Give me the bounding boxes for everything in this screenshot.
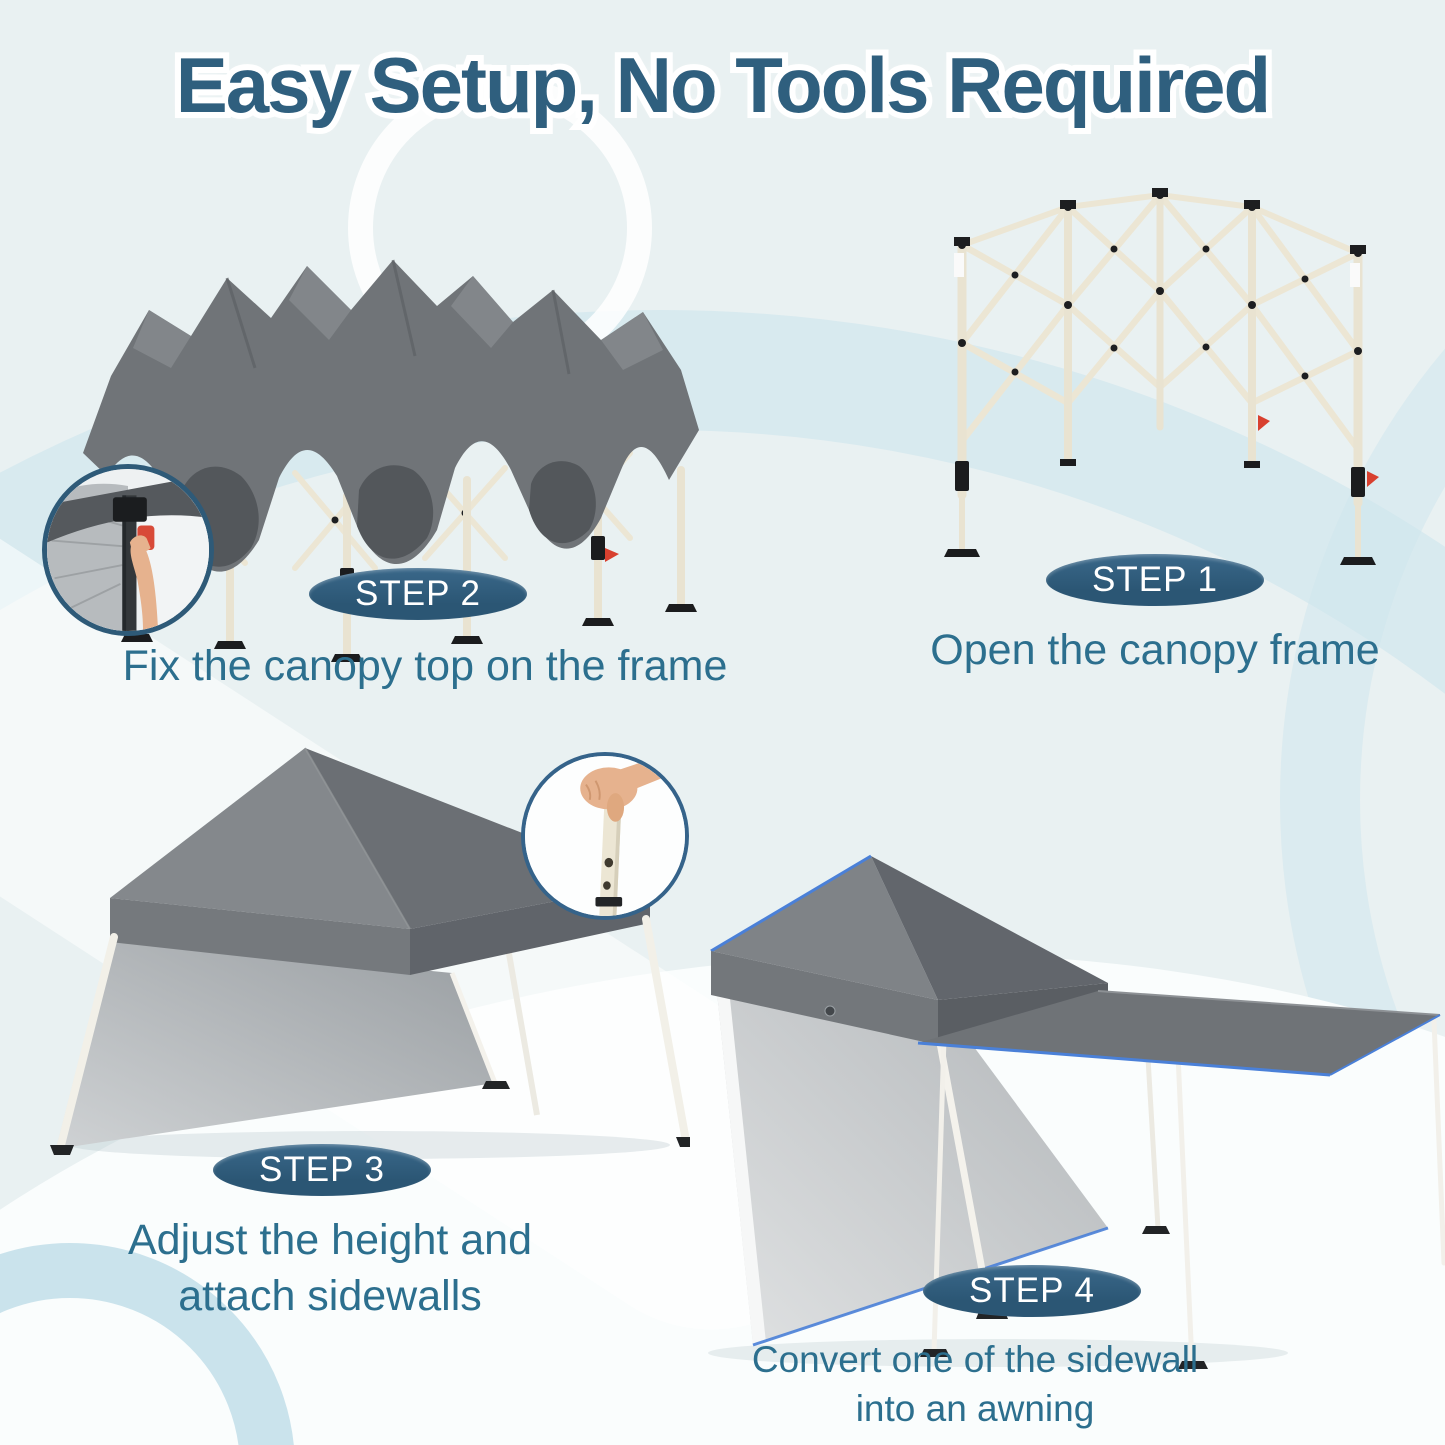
- red-lock-lever-2: [1258, 415, 1270, 431]
- ground-shadow: [70, 1131, 670, 1159]
- ground-shadow: [708, 1339, 1288, 1367]
- back-leg: [1145, 1057, 1161, 1229]
- awning-blue-trim-front: [917, 1041, 1331, 1077]
- step3-badge: STEP 3: [213, 1144, 431, 1196]
- front-legs: [56, 915, 690, 1153]
- step1-caption-line1: Open the canopy frame: [930, 626, 1380, 674]
- step3-detail-inset: [521, 752, 689, 920]
- fabric-creases: [225, 259, 571, 375]
- hand-fingers: [129, 535, 151, 553]
- red-lock-lever-2: [605, 548, 619, 562]
- step1-badge-label: STEP 1: [1092, 560, 1218, 599]
- leg-sleeve-2: [1350, 263, 1360, 287]
- sidewall: [56, 939, 495, 1149]
- leg-sleeve: [954, 253, 964, 277]
- awning: [918, 991, 1440, 1075]
- step3-badge-label: STEP 3: [259, 1150, 385, 1189]
- page-title: Easy Setup, No Tools Required Easy Setup…: [0, 35, 1445, 160]
- step3-caption-line1: Adjust the height and: [127, 1216, 533, 1264]
- roof-left-face: [711, 856, 938, 1000]
- step2-caption: Fix the canopy top on the frame: [75, 638, 775, 694]
- step4-caption: Convert one of the sidewall into an awni…: [735, 1335, 1215, 1433]
- thumb: [606, 793, 625, 822]
- awning-sheen: [1097, 990, 1441, 1016]
- hand-arm: [130, 541, 159, 631]
- valance-front: [110, 898, 410, 975]
- frame-legs: [957, 191, 1363, 562]
- height-hole-2: [603, 881, 611, 890]
- leg-adjusters-feet: [944, 459, 1376, 565]
- leg-clip: [595, 896, 623, 907]
- roof-blue-trim: [710, 854, 872, 953]
- sidewall: [713, 953, 1108, 1345]
- step1-image-open-frame: [920, 165, 1400, 585]
- step2-badge-label: STEP 2: [355, 574, 481, 613]
- step2-image-draped-canopy: [45, 218, 705, 663]
- fabric-highlights: [133, 266, 663, 370]
- corner-bracket: [112, 497, 147, 522]
- red-lock-lever: [1367, 471, 1379, 487]
- page-title-text: Easy Setup, No Tools Required: [175, 41, 1271, 129]
- awning-blue-trim-side: [1329, 1014, 1441, 1076]
- step3-caption-line2: attach sidewalls: [178, 1272, 482, 1320]
- step3-caption: Adjust the height and attach sidewalls: [70, 1212, 590, 1324]
- step4-badge-label: STEP 4: [969, 1271, 1095, 1310]
- step4-image-canopy-with-awning: [678, 843, 1445, 1403]
- step4-caption-line1: Convert one of the sidewall: [751, 1339, 1199, 1380]
- step1-caption: Open the canopy frame: [905, 622, 1405, 678]
- step4-badge: STEP 4: [923, 1265, 1141, 1317]
- page-title-outline: Easy Setup, No Tools Required: [170, 35, 1277, 135]
- valance-eyelet: [824, 1005, 836, 1017]
- step2-badge: STEP 2: [309, 568, 527, 620]
- sidewall-white-edge: [713, 951, 766, 1345]
- leg-feet: [50, 1081, 690, 1155]
- pivot-joints: [954, 188, 1366, 380]
- back-leg: [505, 947, 540, 1116]
- hand: [580, 767, 638, 810]
- roof-left-face: [110, 748, 410, 929]
- height-hole-1: [604, 857, 614, 868]
- roof-right-face: [871, 856, 1108, 1000]
- step4-caption-line2: into an awning: [855, 1388, 1095, 1429]
- step2-detail-inset: [42, 464, 214, 636]
- step1-badge: STEP 1: [1046, 554, 1264, 606]
- valance-front: [711, 951, 938, 1045]
- step2-caption-line1: Fix the canopy top on the frame: [122, 642, 728, 690]
- back-corner-pole: [449, 972, 498, 1084]
